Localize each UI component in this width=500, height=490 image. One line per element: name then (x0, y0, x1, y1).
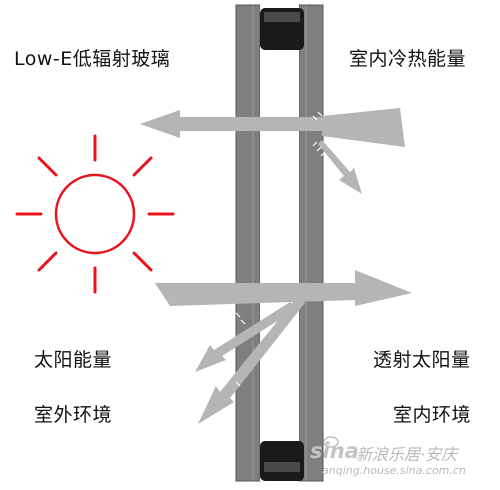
indoor-heat-incoming-arrow (322, 108, 405, 147)
indoor-heat-reflected-arrow (318, 140, 362, 194)
bottom-spacer-bar (260, 441, 304, 481)
sina-brand-text: sina (310, 439, 359, 463)
glass-title-label: Low-E低辐射玻璃 (14, 48, 171, 70)
indoor-heat-transmitted-arrow (140, 110, 325, 138)
sun-icon (15, 134, 175, 294)
sina-logo: sina (310, 436, 359, 463)
solar-arrows (155, 270, 412, 424)
watermark-text: 新浪乐居·安庆 (356, 445, 458, 464)
glass-unit (235, 4, 324, 482)
indoor-heat-label: 室内冷热能量 (349, 48, 467, 70)
air-gap (260, 5, 299, 481)
transmitted-solar-label: 透射太阳量 (373, 349, 471, 371)
solar-energy-label: 太阳能量 (34, 349, 113, 371)
solar-reflected-arrow (195, 302, 298, 372)
indoor-label: 室内环境 (393, 404, 472, 426)
outer-glass-pane (235, 4, 261, 482)
inner-glass-pane (298, 4, 324, 482)
solar-reradiated-arrow (198, 297, 305, 424)
watermark-url: anqing.house.sina.com.cn (322, 464, 466, 477)
solar-transmitted-arrow (155, 270, 412, 306)
indoor-heat-arrows (140, 108, 405, 194)
surface-glint (312, 111, 326, 157)
outdoor-label: 室外环境 (34, 404, 113, 426)
